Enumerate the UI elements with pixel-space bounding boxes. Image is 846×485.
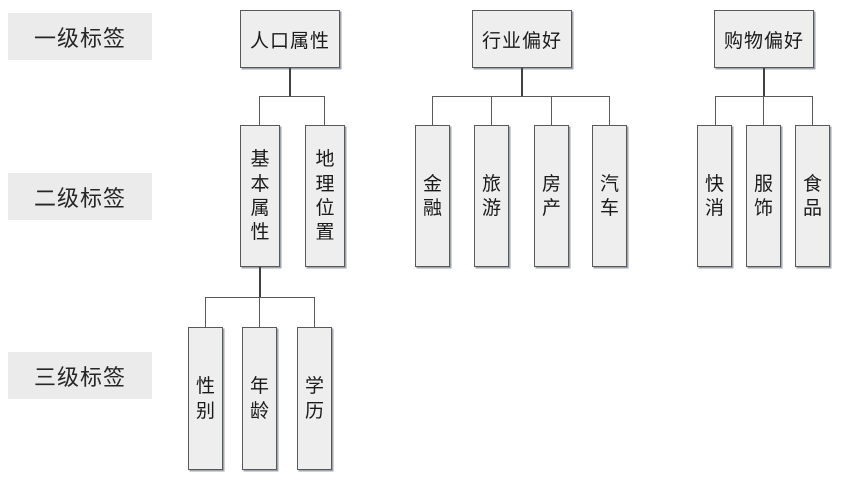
node-tree1-level2-basic-label: 基 本 属 性 (250, 147, 269, 244)
connector-tree2-drop-2 (491, 96, 492, 125)
node-tree3-root[interactable]: 购物偏好 (714, 10, 814, 68)
node-tree3-level2-apparel[interactable]: 服 饰 (746, 125, 781, 267)
char: 品 (802, 197, 822, 219)
char: 地 (315, 148, 335, 171)
node-tree2-root-label: 行业偏好 (481, 29, 562, 52)
char: 基 (250, 148, 270, 171)
connector-tree3-drop-1 (715, 96, 716, 125)
char: 产 (541, 197, 561, 219)
char: 置 (315, 221, 335, 244)
node-tree3-level2-food[interactable]: 食 品 (795, 125, 830, 267)
char: 食 (802, 172, 822, 195)
connector-tree3-drop-3 (812, 96, 813, 125)
char: 车 (599, 197, 619, 219)
connector-tree1-level3-drop-1 (205, 297, 206, 327)
char: 位 (315, 197, 335, 219)
connector-tree2-drop-4 (609, 96, 610, 125)
connector-tree1-drop-2 (324, 96, 325, 125)
node-tree1-level2-basic[interactable]: 基 本 属 性 (240, 125, 280, 267)
char: 快 (704, 172, 724, 195)
node-tree3-root-label: 购物偏好 (723, 29, 804, 52)
connector-tree2-root-stem (521, 68, 523, 97)
node-tree3-level2-fmcg-label: 快 消 (705, 172, 724, 221)
node-tree2-level2-travel-label: 旅 游 (482, 172, 501, 221)
node-tree3-level2-apparel-label: 服 饰 (754, 172, 773, 221)
row-label-level1-text: 一级标签 (33, 26, 126, 52)
node-tree3-level2-food-label: 食 品 (803, 172, 822, 221)
char: 汽 (599, 172, 619, 195)
connector-tree1-level3-stem (259, 267, 261, 298)
node-tree2-root[interactable]: 行业偏好 (472, 10, 572, 68)
connector-tree1-level3-drop-3 (314, 297, 315, 327)
char: 消 (704, 197, 724, 219)
node-tree2-level2-finance-label: 金 融 (423, 172, 442, 221)
char: 服 (753, 172, 773, 195)
connector-tree1-level3-drop-2 (259, 297, 260, 327)
node-tree1-level3-gender-label: 性 别 (196, 374, 215, 423)
node-tree2-level2-auto-label: 汽 车 (600, 172, 619, 221)
node-tree1-level3-education[interactable]: 学 历 (297, 327, 332, 470)
row-label-level2-text: 二级标签 (33, 186, 126, 212)
row-label-level3: 三级标签 (8, 352, 152, 399)
node-tree1-level3-education-label: 学 历 (305, 374, 324, 423)
row-label-level3-text: 三级标签 (33, 365, 126, 391)
node-tree3-level2-fmcg[interactable]: 快 消 (697, 125, 732, 267)
char: 饰 (753, 197, 773, 219)
char: 历 (304, 399, 324, 422)
char: 属 (250, 197, 270, 219)
node-tree1-level2-geo[interactable]: 地 理 位 置 (305, 125, 345, 267)
connector-tree1-root-stem (289, 68, 291, 97)
node-tree2-level2-finance[interactable]: 金 融 (415, 125, 450, 267)
connector-tree1-level3-bus (205, 297, 315, 298)
row-label-level2: 二级标签 (8, 173, 152, 220)
char: 性 (195, 375, 215, 398)
connector-tree3-drop-2 (763, 96, 764, 125)
char: 本 (250, 172, 270, 195)
node-tree2-level2-realestate[interactable]: 房 产 (534, 125, 569, 267)
char: 学 (304, 375, 324, 398)
node-tree1-level3-age-label: 年 龄 (250, 374, 269, 423)
char: 金 (422, 172, 442, 195)
char: 旅 (481, 172, 501, 195)
connector-tree3-root-stem (763, 68, 765, 97)
char: 融 (422, 197, 442, 219)
connector-tree2-drop-1 (432, 96, 433, 125)
char: 游 (481, 197, 501, 219)
node-tree1-root-label: 人口属性 (249, 29, 330, 52)
char: 别 (195, 399, 215, 422)
node-tree2-level2-realestate-label: 房 产 (542, 172, 561, 221)
row-label-level1: 一级标签 (8, 13, 152, 60)
char: 理 (315, 172, 335, 195)
connector-tree1-level2-bus (259, 96, 325, 97)
char: 年 (249, 375, 269, 398)
char: 房 (541, 172, 561, 195)
node-tree1-level3-age[interactable]: 年 龄 (242, 327, 277, 470)
connector-tree1-drop-1 (259, 96, 260, 125)
connector-tree2-level2-bus (432, 96, 610, 97)
char: 龄 (249, 399, 269, 422)
connector-tree3-level2-bus (715, 96, 813, 97)
node-tree1-level3-gender[interactable]: 性 别 (188, 327, 223, 470)
char: 性 (250, 221, 270, 244)
node-tree1-root[interactable]: 人口属性 (240, 10, 340, 68)
node-tree1-level2-geo-label: 地 理 位 置 (315, 147, 334, 244)
node-tree2-level2-auto[interactable]: 汽 车 (592, 125, 627, 267)
node-tree2-level2-travel[interactable]: 旅 游 (474, 125, 509, 267)
connector-tree2-drop-3 (551, 96, 552, 125)
